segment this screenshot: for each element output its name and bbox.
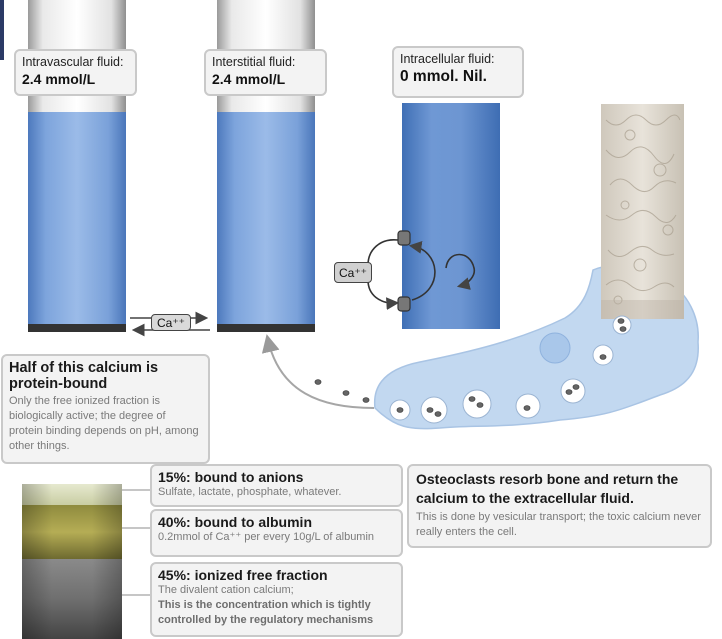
intracellular-value: 0 mmol. Nil. (400, 68, 487, 85)
intravascular-label-box: Intravascular fluid: 2.4 mmol/L (14, 49, 137, 96)
intravascular-value: 2.4 mmol/L (22, 71, 96, 87)
cell-channels (367, 230, 476, 312)
osteoclast-desc: This is done by vesicular transport; the… (416, 511, 701, 538)
fraction-column (22, 484, 122, 639)
fraction-anions-box: 15%: bound to anions Sulfate, lactate, p… (150, 464, 403, 507)
fraction-albumin-title: 40%: bound to albumin (158, 514, 312, 530)
intravascular-label: Intravascular fluid: (22, 55, 124, 69)
fraction-albumin-box: 40%: bound to albumin 0.2mmol of Ca⁺⁺ pe… (150, 509, 403, 557)
intracellular-label-box: Intracellular fluid: 0 mmol. Nil. (392, 46, 524, 98)
intracellular-label: Intracellular fluid: (400, 52, 495, 66)
fraction-connectors (122, 489, 152, 596)
fraction-ionized-desc-bold: This is the concentration which is tight… (158, 599, 374, 626)
vesicles (389, 315, 632, 424)
interstitial-value: 2.4 mmol/L (212, 71, 286, 87)
interstitial-label-box: Interstitial fluid: 2.4 mmol/L (204, 49, 327, 96)
return-arrow (261, 334, 375, 409)
calcium-exchange-badge: Ca⁺⁺ (151, 314, 191, 331)
protein-bound-box: Half of this calcium is protein-bound On… (1, 354, 210, 464)
calcium-cell-badge: Ca⁺⁺ (334, 262, 372, 283)
calcium-dots (314, 318, 627, 417)
fraction-anions-desc: Sulfate, lactate, phosphate, whatever. (158, 486, 342, 498)
osteoclast-title: Osteoclasts resorb bone and return the c… (416, 471, 679, 506)
calcium-cell-label: Ca⁺⁺ (338, 266, 367, 280)
osteoclast-box: Osteoclasts resorb bone and return the c… (407, 464, 712, 548)
fraction-ionized-title: 45%: ionized free fraction (158, 567, 328, 583)
fraction-ionized-box: 45%: ionized free fraction The divalent … (150, 562, 403, 637)
protein-bound-title-2: protein-bound (9, 376, 108, 392)
intracellular-cell (402, 103, 500, 329)
interstitial-label: Interstitial fluid: (212, 55, 296, 69)
bone-tissue (601, 104, 684, 319)
calcium-exchange-label: Ca⁺⁺ (156, 316, 185, 330)
fraction-anions-title: 15%: bound to anions (158, 469, 304, 485)
fraction-albumin-desc: 0.2mmol of Ca⁺⁺ per every 10g/L of album… (158, 531, 375, 543)
protein-bound-desc: Only the free ionized fraction is biolog… (9, 395, 199, 452)
edge-bar (0, 0, 4, 60)
fraction-ionized-desc: The divalent cation calcium; (158, 584, 294, 596)
large-vesicle (539, 332, 571, 364)
protein-bound-title-1: Half of this calcium is (9, 360, 159, 376)
